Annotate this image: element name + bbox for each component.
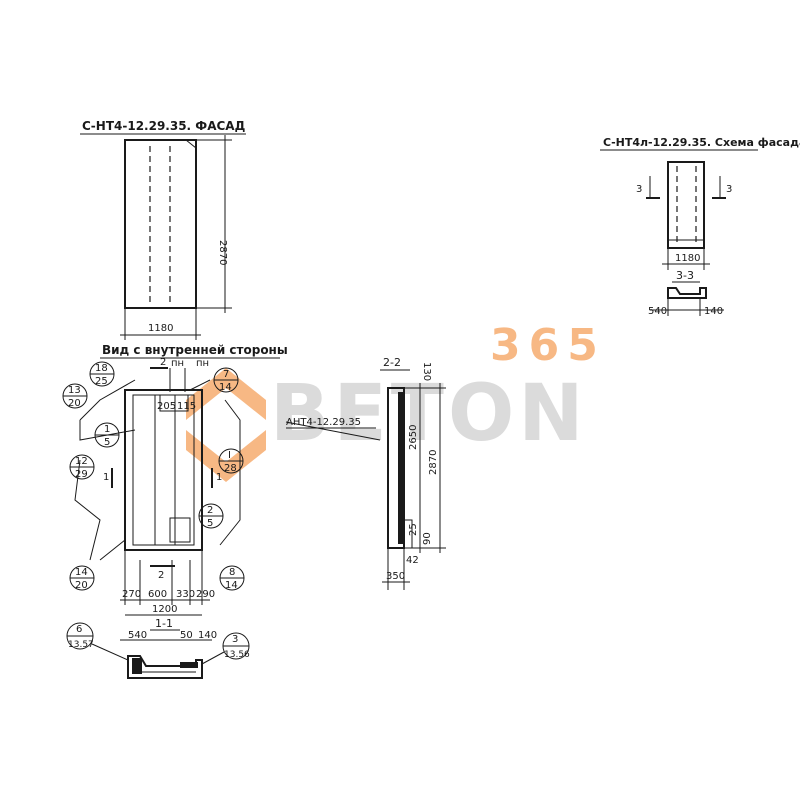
section-2-2-dim-25: 25 [408,523,419,536]
dim-115: 115 [177,401,196,412]
section-mark-2-top: 2 [160,357,166,368]
callout-i-28: I 28 [218,448,244,474]
svg-text:28: 28 [224,463,237,474]
svg-text:14: 14 [75,567,88,578]
svg-text:3: 3 [232,634,238,645]
dim-bottom-0: 270 [122,589,141,600]
svg-text:2: 2 [207,505,213,516]
svg-text:20: 20 [68,398,81,409]
section-2-2-dim-2870: 2870 [428,450,439,475]
section-1-1-dim-140: 140 [198,630,217,641]
facade-dim-width: 1180 [148,323,173,334]
watermark-brand: BETON [270,369,588,459]
scheme-dim-width: 1180 [675,253,700,264]
svg-text:7: 7 [223,369,229,380]
section-1-1-dim-540: 540 [128,630,147,641]
inner-panel-outline [124,389,203,551]
callout-6-13-57: 6 13.57 [66,622,129,661]
dim-bottom-3: 290 [196,589,215,600]
scheme-cut-right: 3 [726,184,732,195]
scheme-section-profile [667,287,707,299]
section-2-2-title: 2-2 [383,356,401,369]
section-mark-1-right: 1 [216,472,222,483]
svg-text:12: 12 [75,456,88,467]
section-mark-2-bottom: 2 [158,570,164,581]
facade-panel-outline [124,139,197,309]
section-2-2-dim-2650: 2650 [408,425,419,450]
callout-18-25: 18 25 [89,361,115,387]
dim-total: 1200 [152,604,177,615]
section-2-2-leader-label: АНТ4-12.29.35 [286,417,361,428]
section-mark-1-left: 1 [103,472,109,483]
section-2-2-dim-42: 42 [406,555,419,566]
scheme-title: С-НТ4л-12.29.35. Схема фасада [603,136,800,149]
scheme-cut-left: 3 [636,184,642,195]
svg-text:13: 13 [68,385,81,396]
svg-text:1: 1 [104,424,110,435]
svg-text:I: I [228,450,231,461]
section-1-1-title: 1-1 [155,617,173,630]
dim-bottom-1: 600 [148,589,167,600]
dim-205: 205 [157,401,176,412]
scheme-dim-140: 140 [704,306,723,317]
callout-14-20: 14 20 [69,565,95,591]
svg-text:5: 5 [207,518,213,529]
callout-7-14: 7 14 [213,367,239,393]
svg-text:13.56: 13.56 [224,650,250,660]
inner-view-title: Вид с внутренней стороны [102,343,288,357]
callout-12-29: 12 29 [69,454,95,480]
callout-8-14: 8 14 [219,565,245,591]
section-1-1-dim-50: 50 [180,630,193,641]
callout-1-5: 1 5 [94,422,120,448]
facade-view: С-НТ4-12.29.35. ФАСАД 2870 1180 [80,119,246,340]
svg-text:8: 8 [229,567,235,578]
svg-text:14: 14 [219,382,232,393]
svg-text:6: 6 [76,624,82,635]
svg-text:20: 20 [75,580,88,591]
facade-dim-height: 2870 [217,240,228,265]
section-2-2: 2-2 АНТ4-12.29.35 130 2650 2870 25 90 42… [285,356,446,590]
scheme-dim-540: 540 [648,306,667,317]
label-pn-left: пн [171,358,184,369]
watermark-number: 365 [490,320,606,371]
callout-2-5: 2 5 [198,503,224,529]
inner-view: Вид с внутренней стороны 2 пн пн 205 115… [62,343,288,616]
section-2-2-dim-90: 90 [422,532,433,545]
facade-title: С-НТ4-12.29.35. ФАСАД [82,119,245,133]
section-1-1: 1-1 540 50 140 6 13.57 3 13.56 [66,617,250,679]
svg-text:5: 5 [104,437,110,448]
dim-bottom-2: 330 [176,589,195,600]
svg-text:14: 14 [225,580,238,591]
callout-13-20: 13 20 [62,383,88,409]
callout-3-13-56: 3 13.56 [201,632,250,665]
svg-text:13.57: 13.57 [68,640,94,650]
section-2-2-dim-130: 130 [421,362,432,381]
svg-text:25: 25 [95,376,108,387]
scheme-facade: С-НТ4л-12.29.35. Схема фасада 3 3 1180 3… [600,136,800,317]
watermark-logo-icon-lower [186,430,266,482]
section-2-2-dim-350: 350 [386,571,405,582]
scheme-section-title: 3-3 [676,269,694,282]
label-pn-right: пн [196,358,209,369]
svg-text:18: 18 [95,363,108,374]
svg-text:29: 29 [75,469,88,480]
scheme-panel-outline [667,161,705,249]
